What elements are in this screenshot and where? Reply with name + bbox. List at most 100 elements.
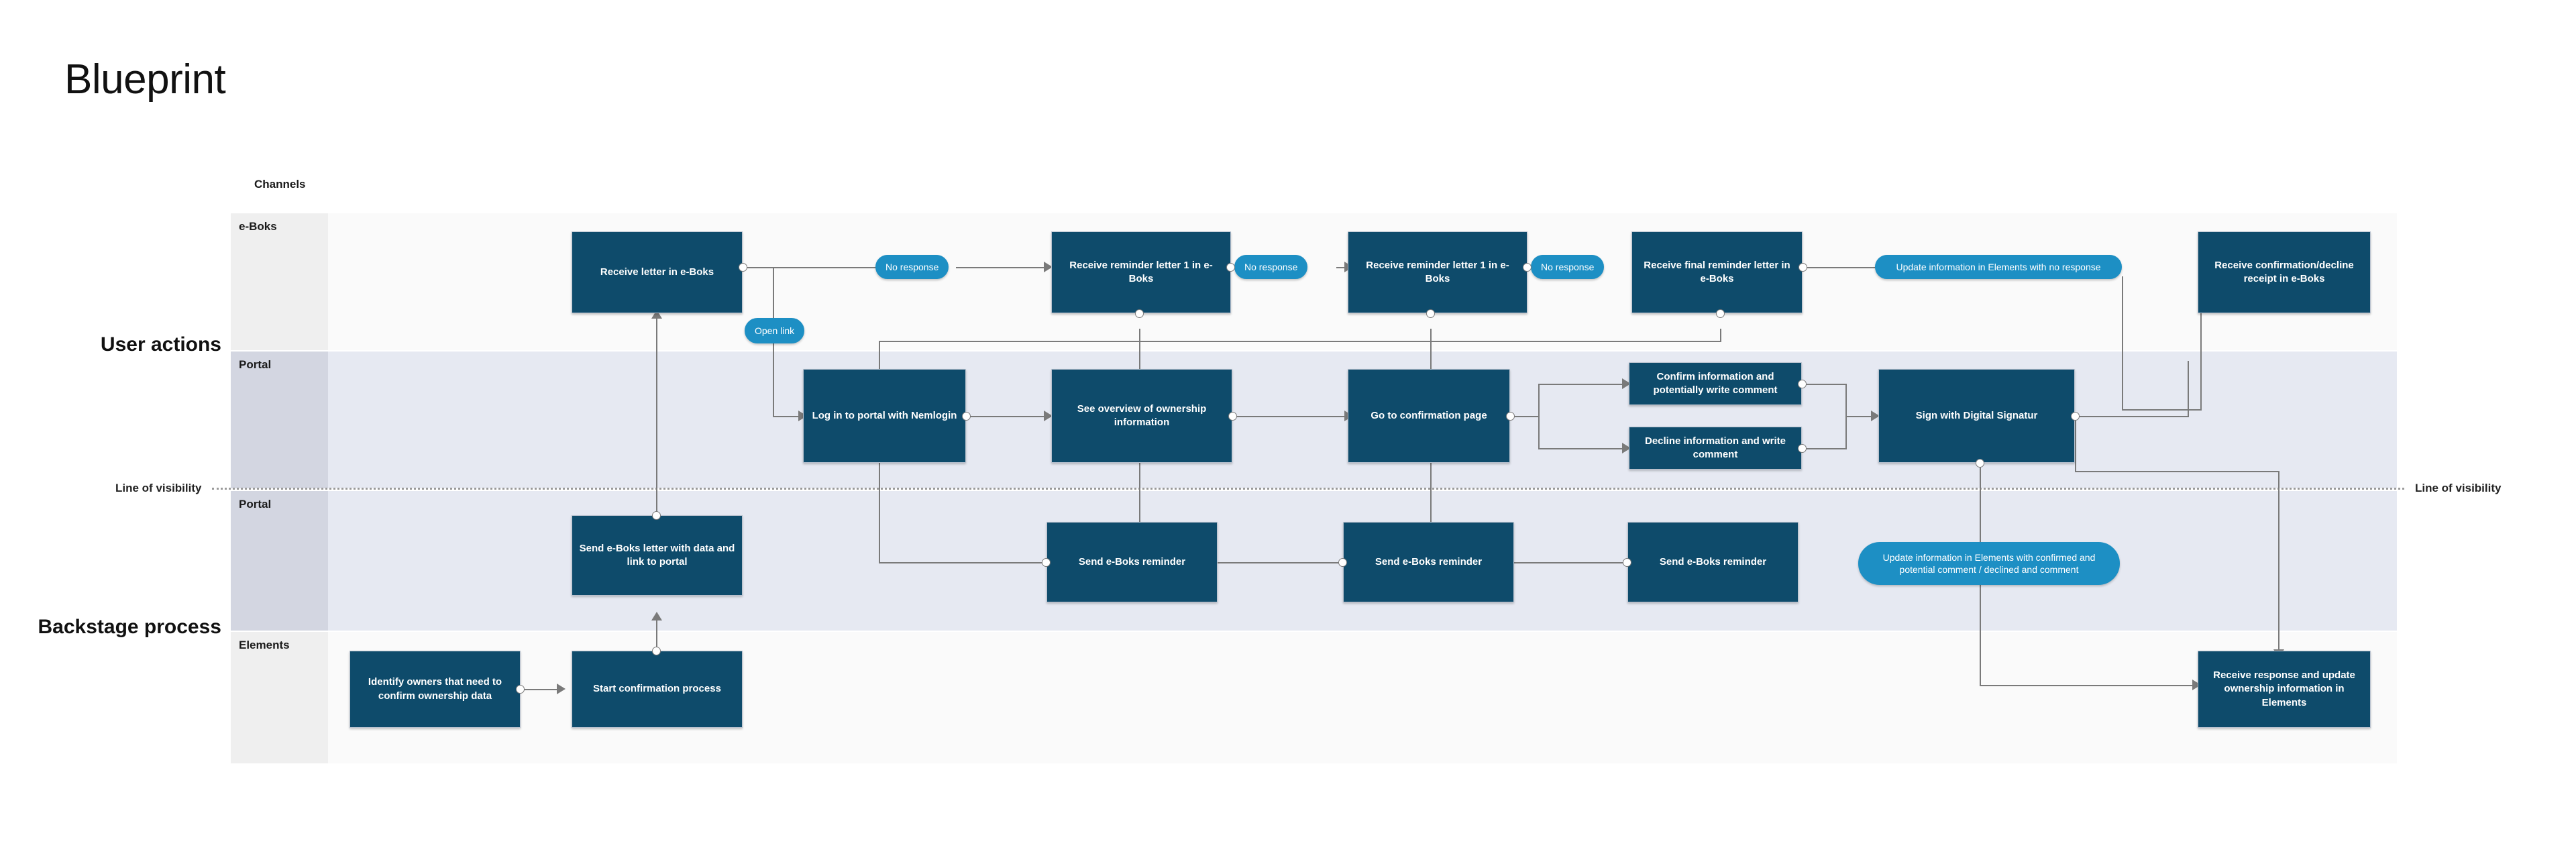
section-label-user-actions: User actions: [100, 333, 221, 356]
node-start-confirmation-process[interactable]: Start confirmation process: [572, 651, 743, 728]
connector-sendletter-up-to-receive: [656, 314, 657, 549]
node-receive-letter[interactable]: Receive letter in e-Boks: [572, 231, 743, 313]
node-receive-reminder-2[interactable]: Receive reminder letter 1 in e-Boks: [1348, 231, 1527, 313]
connector-identify-to-start: [520, 689, 561, 690]
lane-gutter-portal-back: Portal: [231, 491, 328, 631]
node-receive-reminder-1[interactable]: Receive reminder letter 1 in e-Boks: [1051, 231, 1231, 313]
handle-decline-right: [1798, 444, 1807, 453]
lane-band-eboks: [231, 213, 2397, 350]
node-confirm-information[interactable]: Confirm information and potentially writ…: [1629, 362, 1802, 405]
node-send-reminder-c[interactable]: Send e-Boks reminder: [1627, 522, 1799, 602]
connector-confirmpage-out: [1509, 416, 1540, 417]
node-send-letter-with-data[interactable]: Send e-Boks letter with data and link to…: [572, 515, 743, 596]
node-send-reminder-b[interactable]: Send e-Boks reminder: [1343, 522, 1514, 602]
connector-sign-bottom-right: [1980, 685, 2198, 686]
connector-sign-up: [2188, 361, 2189, 417]
pill-no-response-3[interactable]: No response: [1531, 255, 1605, 279]
node-see-overview[interactable]: See overview of ownership information: [1051, 369, 1232, 463]
handle-send-reminder-b-left: [1338, 558, 1347, 567]
connector-letter-down-to-openlink: [773, 267, 774, 334]
handle-final-reminder-bottom: [1716, 309, 1725, 318]
handle-send-reminder-a-left: [1042, 558, 1051, 567]
channels-header: Channels: [254, 178, 306, 191]
line-of-visibility: [212, 488, 2404, 490]
handle-sign-right: [2071, 412, 2080, 421]
connector-decline-out: [1802, 448, 1847, 449]
handle-send-letter-top: [652, 511, 661, 520]
handle-reminder2-right: [1523, 263, 1532, 272]
handle-start-confirmation-top: [652, 647, 661, 655]
connector-up-to-confirmation: [2200, 267, 2202, 411]
connector-merge-to-sign: [1845, 416, 1875, 417]
lane-gutter-portal-front: Portal: [231, 352, 328, 488]
connector-rail-to-reminder-b: [1139, 562, 1340, 563]
lane-gutter-elements: Elements: [231, 632, 328, 763]
connector-reminder2-down: [1430, 329, 1432, 342]
connector-letter-to-noresp1: [743, 267, 877, 268]
pill-update-information-no-response[interactable]: Update information in Elements with no r…: [1875, 255, 2122, 279]
node-receive-response-update[interactable]: Receive response and update ownership in…: [2198, 651, 2371, 728]
handle-login-right: [962, 412, 971, 421]
lane-label-portal-front: Portal: [239, 358, 272, 371]
connector-noresp2-to-reminder2: [1336, 267, 1348, 268]
arrow-into-start-confirmation: [557, 684, 566, 694]
node-identify-owners[interactable]: Identify owners that need to confirm own…: [350, 651, 521, 728]
node-go-to-confirmation-page[interactable]: Go to confirmation page: [1348, 369, 1510, 463]
connector-split-vertical: [1538, 384, 1540, 449]
connector-overview-to-confirmpage: [1233, 416, 1348, 417]
connector-rail-to-reminder-a: [879, 562, 1044, 563]
node-log-in-portal[interactable]: Log in to portal with Nemlogin: [803, 369, 966, 463]
connector-noresp1-to-reminder1: [956, 267, 1048, 268]
connector-openlink-right: [773, 416, 802, 417]
pill-open-link[interactable]: Open link: [745, 318, 805, 343]
arrow-into-confirm-box: [1622, 378, 1631, 389]
connector-final-down: [1720, 329, 1721, 342]
handle-send-reminder-c-left: [1623, 558, 1631, 567]
connector-sign-down-branch: [2075, 416, 2076, 472]
lane-band-elements: [231, 632, 2397, 763]
lane-label-portal-back: Portal: [239, 498, 272, 510]
lane-label-elements: Elements: [239, 639, 290, 651]
pill-no-response-2[interactable]: No response: [1234, 255, 1308, 279]
arrow-into-decline-box: [1622, 443, 1631, 453]
lane-label-eboks: e-Boks: [239, 220, 277, 233]
arrow-into-send-letter: [651, 612, 662, 620]
line-of-visibility-label-left: Line of visibility: [115, 482, 202, 494]
page-title: Blueprint: [64, 56, 226, 103]
node-send-reminder-a[interactable]: Send e-Boks reminder: [1046, 522, 1218, 602]
handle-reminder1-bottom: [1135, 309, 1144, 318]
connector-split-to-decline: [1538, 448, 1625, 449]
connector-reminder-rail: [879, 341, 1721, 342]
pill-update-information-confirmed[interactable]: Update information in Elements with conf…: [1858, 542, 2120, 585]
lane-gutter-eboks: e-Boks: [231, 213, 328, 350]
line-of-visibility-label-right: Line of visibility: [2415, 482, 2502, 494]
handle-receive-letter-right: [739, 263, 747, 272]
connector-reminder1-down: [1139, 329, 1140, 342]
connector-confirm-out: [1802, 384, 1847, 385]
node-receive-final-reminder[interactable]: Receive final reminder letter in e-Boks: [1631, 231, 1803, 313]
handle-overview-right: [1228, 412, 1237, 421]
handle-reminder2-bottom: [1426, 309, 1435, 318]
arrow-into-reminder1: [1044, 262, 1053, 272]
handle-confirm-right: [1798, 380, 1807, 388]
connector-branch-down-to-elements: [2278, 471, 2279, 655]
connector-login-to-overview: [966, 416, 1053, 417]
node-sign-digital-signatur[interactable]: Sign with Digital Signatur: [1878, 369, 2075, 463]
connector-sign-out-right: [2075, 416, 2189, 417]
connector-updatepill-right: [2122, 409, 2200, 411]
connector-start-up-to-sendletter: [656, 616, 657, 673]
connector-updatepill-down: [2122, 276, 2123, 411]
arrow-into-sign: [1871, 411, 1880, 421]
section-label-backstage-process: Backstage process: [38, 616, 222, 638]
handle-sign-bottom: [1976, 459, 1984, 468]
handle-reminder1-right: [1226, 263, 1235, 272]
pill-no-response-1[interactable]: No response: [875, 255, 949, 279]
arrow-into-overview: [1044, 411, 1053, 421]
node-decline-information[interactable]: Decline information and write comment: [1629, 427, 1802, 470]
connector-final-to-updatepill: [1803, 267, 1876, 268]
connector-split-to-confirm: [1538, 384, 1625, 385]
node-receive-confirmation-receipt[interactable]: Receive confirmation/decline receipt in …: [2198, 231, 2371, 313]
connector-rail-to-reminder-c: [1430, 562, 1625, 563]
handle-confirmation-page-right: [1506, 412, 1515, 421]
